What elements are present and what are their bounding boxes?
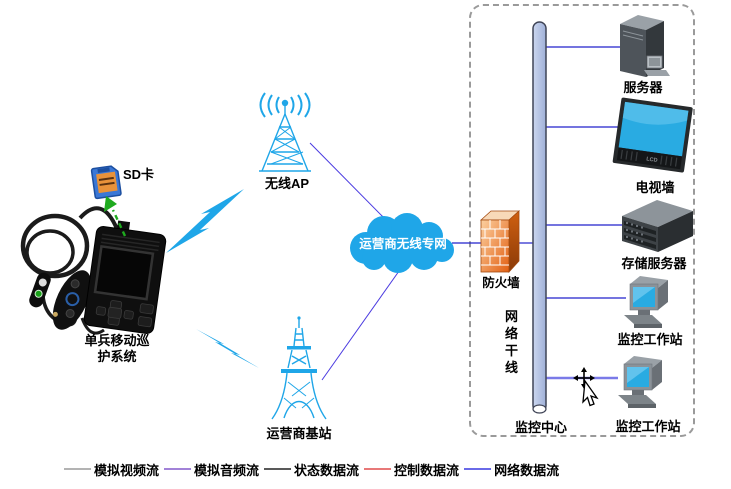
- monitoring-center-box: [469, 4, 695, 437]
- storage-server-icon: [622, 200, 693, 252]
- legend-label: 网络数据流: [494, 462, 560, 478]
- tv-wall-label: 电视墙: [635, 180, 675, 195]
- status-data-line-swatch: [264, 468, 292, 470]
- legend-item-status-data: 状态数据流: [264, 460, 359, 479]
- link-basestation-to-cloud: [321, 263, 405, 381]
- legend-label: 控制数据流: [394, 462, 460, 478]
- legend-label: 状态数据流: [294, 462, 360, 478]
- wireless-ap-tower-icon: [259, 92, 311, 172]
- monitoring-center-label: 监控中心: [514, 420, 568, 435]
- network-trunk-label: 网络干线: [505, 309, 519, 375]
- link-ap-to-cloud: [309, 142, 391, 225]
- analog-video-line-swatch: [64, 468, 91, 470]
- legend-label: 模拟音频流: [194, 462, 260, 478]
- legend-item-network-data: 网络数据流: [464, 460, 559, 479]
- tv-wall-icon: LCD: [612, 97, 693, 173]
- legend-item-analog-video: 模拟视频流: [64, 460, 159, 479]
- workstation-2-label: 监控工作站: [615, 419, 681, 434]
- lightning-bolt-down-icon: [196, 329, 259, 368]
- sd-upload-arrow: [104, 196, 127, 237]
- base-station-tower-icon: [271, 316, 327, 420]
- patrol-device-label: 单兵移动巡 护系统: [62, 333, 172, 365]
- server-label: 服务器: [623, 80, 663, 95]
- cloud-label: 运营商无线专网: [359, 237, 447, 251]
- network-trunk-icon: [532, 21, 547, 414]
- storage-server-label: 存储服务器: [621, 256, 687, 271]
- tv-wall-badge: LCD: [646, 156, 658, 164]
- patrol-device-label-line2: 护系统: [97, 349, 137, 364]
- network-links: [309, 46, 626, 381]
- firewall-label: 防火墙: [482, 276, 520, 290]
- patrol-device-label-line1: 单兵移动巡: [84, 333, 150, 348]
- legend-item-control-data: 控制数据流: [364, 460, 459, 479]
- workstation-1-label: 监控工作站: [617, 332, 683, 347]
- network-data-line-swatch: [464, 468, 492, 470]
- firewall-icon: [479, 210, 521, 274]
- base-station-label: 运营商基站: [266, 426, 332, 441]
- legend-label: 模拟视频流: [94, 462, 160, 478]
- server-icon: [620, 15, 670, 77]
- sd-card-icon: [90, 165, 122, 200]
- move-cursor-icon: [573, 367, 599, 407]
- control-data-line-swatch: [364, 468, 392, 470]
- workstation-1-icon: [623, 275, 669, 329]
- lightning-bolt-up-icon: [166, 189, 244, 253]
- workstation-2-icon: [617, 355, 663, 409]
- wireless-ap-label: 无线AP: [264, 176, 310, 191]
- patrol-device-icon: [20, 206, 167, 335]
- cloud-icon: [350, 213, 454, 273]
- sd-card-label: SD卡: [123, 167, 155, 182]
- analog-audio-line-swatch: [164, 468, 192, 470]
- legend: 模拟视频流 模拟音频流 状态数据流 控制数据流 网络数据流: [64, 460, 564, 478]
- legend-item-analog-audio: 模拟音频流: [164, 460, 259, 479]
